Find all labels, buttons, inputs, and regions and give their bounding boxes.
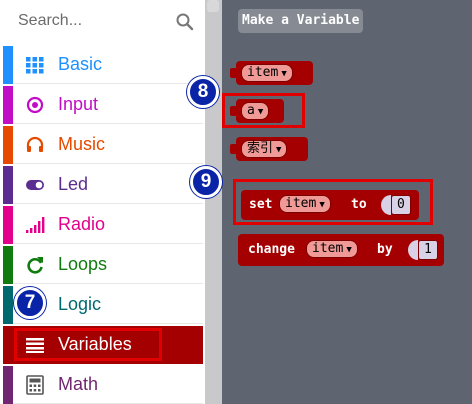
list-icon [26,338,44,353]
highlight-box-variables [14,328,162,361]
variable-dropdown[interactable]: item▼ [306,240,358,258]
highlight-box-variable-a [222,93,305,128]
category-label: Variables [58,334,132,354]
toolbox-sidebar: Search... Basic Input [0,0,205,404]
highlight-box-set-block [233,179,433,225]
category-radio[interactable]: Radio [3,206,203,244]
category-basic[interactable]: Basic [3,46,203,84]
category-color-bar [3,86,13,124]
category-color-bar [3,326,13,364]
number-input[interactable]: 0 [391,195,411,215]
category-label: Led [58,174,89,194]
number-input[interactable]: 1 [418,240,438,260]
category-color-bar [3,206,13,244]
variable-block-index[interactable]: 索引▼ [236,137,308,161]
block-notch [230,144,238,154]
variable-dropdown[interactable]: item▼ [241,64,293,82]
variable-dropdown[interactable]: a▼ [241,102,270,120]
variable-dropdown[interactable]: item▼ [279,195,331,213]
category-loops[interactable]: Loops [3,246,203,284]
category-music[interactable]: Music [3,126,203,164]
set-variable-block[interactable]: set item▼ to 0 [241,190,419,220]
variable-name: 索引 [247,141,274,156]
dropdown-arrow-icon: ▼ [346,245,352,255]
by-keyword: by [377,242,393,257]
make-variable-button[interactable]: Make a Variable [238,9,364,33]
dropdown-arrow-icon: ▼ [276,145,282,155]
set-keyword: set [249,197,273,212]
category-color-bar [3,46,13,84]
category-color-bar [3,366,13,404]
toggle-icon [26,180,44,190]
category-math[interactable]: Math [3,366,203,404]
category-label: Basic [58,54,103,74]
category-label: Radio [58,214,106,234]
scrollbar[interactable] [205,0,222,404]
variable-name: item [247,65,279,80]
variable-name: item [285,196,317,211]
variable-dropdown[interactable]: 索引▼ [241,140,288,158]
step-badge-8: 8 [187,76,219,108]
category-color-bar [3,246,13,284]
refresh-icon [27,257,43,274]
block-notch [230,68,238,78]
step-badge-9: 9 [190,166,222,198]
variable-block-item[interactable]: item▼ [236,61,313,85]
value-socket [381,195,391,215]
headphones-icon [26,136,44,152]
category-variables[interactable]: Variables [3,326,203,364]
category-label: Music [58,134,106,154]
search-box[interactable]: Search... [4,2,200,40]
search-icon[interactable] [175,12,195,32]
change-keyword: change [248,242,295,257]
category-color-bar [3,126,13,164]
dropdown-arrow-icon: ▼ [257,107,264,117]
circle-dot-icon [26,96,44,114]
category-input[interactable]: Input [3,86,203,124]
block-notch [230,106,238,116]
variable-block-a[interactable]: a▼ [236,99,284,123]
dropdown-arrow-icon: ▼ [319,200,325,210]
variable-name: item [312,241,344,256]
change-variable-block[interactable]: change item▼ by 1 [238,234,444,266]
step-badge-7: 7 [14,287,46,319]
signal-bars-icon [26,217,45,233]
dropdown-arrow-icon: ▼ [281,69,287,79]
to-keyword: to [351,197,367,212]
variable-name: a [247,103,255,118]
category-color-bar [3,166,13,204]
category-led[interactable]: Led [3,166,203,204]
category-label: Logic [58,294,102,314]
value-socket [408,240,418,260]
category-label: Input [58,94,99,114]
category-color-bar [3,286,13,324]
scrollbar-thumb[interactable] [207,0,219,12]
category-label: Loops [58,254,108,274]
search-input[interactable]: Search... [18,12,83,29]
calculator-icon [26,375,44,395]
grid-icon [26,57,44,74]
category-label: Math [58,374,99,394]
